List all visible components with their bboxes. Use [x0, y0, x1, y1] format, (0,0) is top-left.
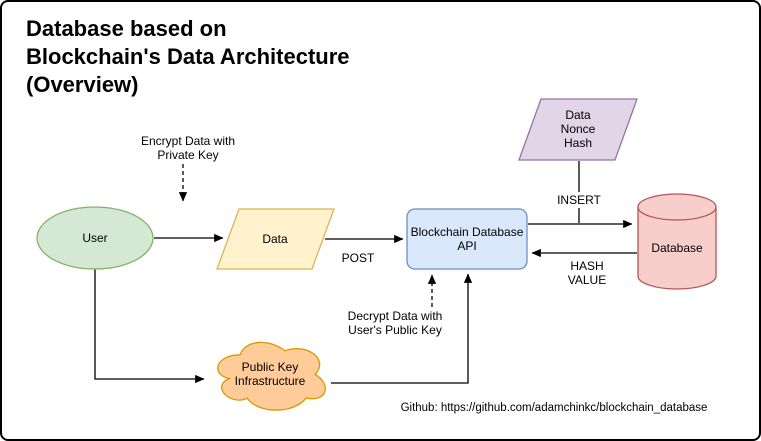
data-label: Data: [262, 232, 288, 246]
database-cylinder-body: [637, 193, 717, 290]
hash-value-edge-label: HASH VALUE: [567, 259, 607, 287]
user-label: User: [82, 231, 108, 245]
database-cylinder-rim: [637, 206, 717, 221]
database-cylinder: [637, 193, 717, 290]
data-parallelogram: [216, 208, 335, 270]
database-label: Database: [651, 241, 703, 255]
data-nonce-hash-label: Data Nonce Hash: [560, 108, 596, 150]
pki-cloud: [217, 341, 326, 411]
decrypt-edge-label: Decrypt Data with User's Public Key: [347, 309, 443, 337]
diagram-title: Database based on Blockchain's Data Arch…: [26, 16, 350, 97]
blockchain-api-label: Blockchain Database API: [410, 225, 524, 253]
pki-label: Public Key Infrastructure: [234, 360, 306, 388]
data-nonce-hash-parallelogram: [518, 98, 638, 161]
user-ellipse: [36, 206, 154, 270]
github-link-text: Github: https://github.com/adamchinkc/bl…: [400, 402, 708, 414]
insert-edge-label: INSERT: [554, 192, 604, 208]
edge-user-to-pki: [94, 269, 205, 384]
edge-pki-to-api: [331, 273, 473, 384]
blockchain-api-box: [406, 208, 528, 270]
post-edge-label: POST: [341, 251, 375, 265]
encrypt-edge-label: Encrypt Data with Private Key: [140, 134, 236, 162]
